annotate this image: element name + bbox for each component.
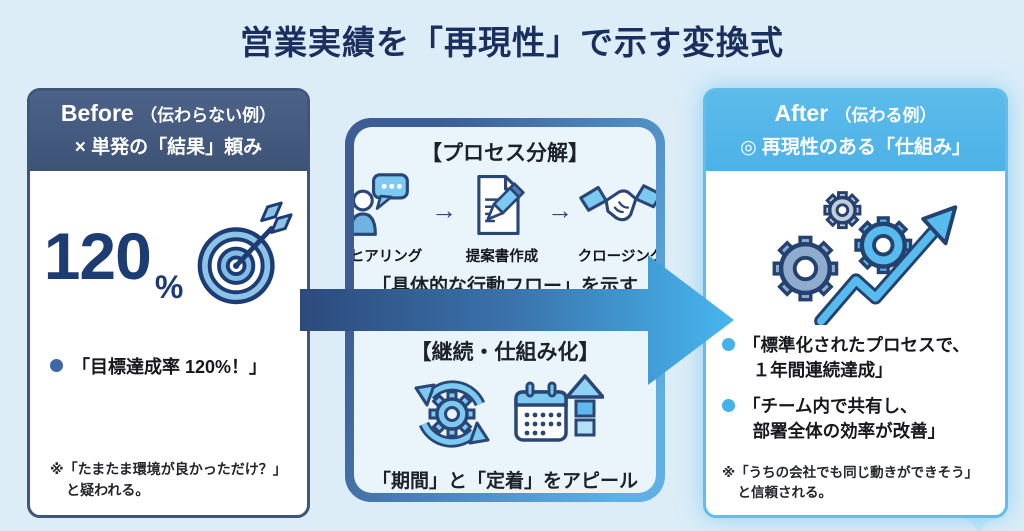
after-bullets: 「標準化されたプロセスで、 １年間連続達成」 「チーム内で共有し、 部署全体の効… xyxy=(722,333,991,445)
after-bullet-2-line1: 「チーム内で共有し、 xyxy=(743,395,918,416)
before-panel-header: Before （伝わらない例） × 単発の「結果」頼み xyxy=(30,91,307,171)
bullet-dot-icon xyxy=(50,359,63,372)
process-steps-row: ヒアリング → xyxy=(354,173,656,266)
before-note-line2: と疑われる。 xyxy=(66,482,150,498)
metric-unit: % xyxy=(154,269,184,305)
step-arrow-icon: → xyxy=(547,195,573,225)
metric-row: 120 % xyxy=(44,199,293,312)
step-proposal: 提案書作成 xyxy=(463,173,541,266)
continuity-heading: 【継続・仕組み化】 xyxy=(410,341,600,364)
before-title: Before xyxy=(60,100,134,126)
after-bullet-1-line1: 「標準化されたプロセスで、 xyxy=(743,335,970,355)
before-bullet-text: 「目標達成率 120%！」 xyxy=(72,357,268,377)
proposal-icon xyxy=(463,173,541,242)
continuity-section: 【継続・仕組み化】 xyxy=(354,334,656,493)
bullet-dot-icon xyxy=(722,398,735,412)
process-heading: 【プロセス分解】 xyxy=(421,142,589,165)
after-bullet-2-text: 「チーム内で共有し、 部署全体の効率が改善」 xyxy=(743,394,945,445)
after-header-line2: ◎ 再現性のある「仕組み」 xyxy=(740,137,971,158)
step-label: クロージング xyxy=(577,249,656,265)
step-arrow-icon: → xyxy=(431,195,457,225)
process-decomposition-section: 【プロセス分解】 xyxy=(354,127,656,297)
after-title: After xyxy=(774,100,829,126)
target-dartboard-icon xyxy=(193,199,295,312)
before-note-line1: ※「たまたま環境が良かっただけ？」 xyxy=(50,461,287,477)
before-bullet: 「目標達成率 120%！」 xyxy=(50,354,289,380)
bullet-dot-icon xyxy=(722,338,735,351)
before-note: ※「たまたま環境が良かっただけ？」 と疑われる。 xyxy=(50,459,289,501)
after-note-line2: と信頼される。 xyxy=(737,484,833,500)
after-panel-body: 「標準化されたプロセスで、 １年間連続達成」 「チーム内で共有し、 部署全体の効… xyxy=(706,171,1005,515)
step-hearing: ヒアリング xyxy=(354,173,425,266)
continuity-caption: 「期間」と「定着」をアピール xyxy=(371,471,638,492)
step-closing: クロージング xyxy=(577,173,656,266)
after-panel: After （伝わる例） ◎ 再現性のある「仕組み」 xyxy=(703,88,1008,518)
step-label: ヒアリング xyxy=(354,249,423,265)
after-bullet-2: 「チーム内で共有し、 部署全体の効率が改善」 xyxy=(722,394,991,445)
after-subtitle: （伝わる例） xyxy=(834,106,937,125)
after-bullet-1: 「標準化されたプロセスで、 １年間連続達成」 xyxy=(722,333,991,384)
before-subtitle: （伝わらない例） xyxy=(140,106,277,125)
after-bullet-1-text: 「標準化されたプロセスで、 １年間連続達成」 xyxy=(743,333,970,384)
before-header-line1: Before （伝わらない例） xyxy=(34,100,303,127)
gears-growth-icon xyxy=(722,179,991,325)
continuity-icons-row xyxy=(354,372,656,461)
after-bullet-2-line2: 部署全体の効率が改善」 xyxy=(752,421,946,442)
after-header-line1: After （伝わる例） xyxy=(710,100,1001,127)
after-panel-header: After （伝わる例） ◎ 再現性のある「仕組み」 xyxy=(706,91,1005,171)
closing-icon xyxy=(579,173,656,242)
after-bullet-1-line2: １年間連続達成」 xyxy=(752,360,893,381)
after-note-line1: ※「うちの会社でも同じ動きができそう」 xyxy=(722,464,979,480)
before-panel: Before （伝わらない例） × 単発の「結果」頼み 120 % xyxy=(27,88,310,518)
page-title: 営業実績を「再現性」で示す変換式 xyxy=(240,24,784,61)
conversion-arrow-icon xyxy=(300,250,740,395)
calendar-growth-icon xyxy=(512,372,605,461)
hearing-icon xyxy=(354,173,425,242)
step-label: 提案書作成 xyxy=(465,249,539,265)
pdca-cycle-gear-icon xyxy=(406,372,498,461)
before-header-line2: × 単発の「結果」頼み xyxy=(74,137,263,158)
after-note: ※「うちの会社でも同じ動きができそう」 と信頼される。 xyxy=(722,463,991,504)
metric-value: 120 xyxy=(43,218,152,293)
before-panel-body: 120 % 「目 xyxy=(30,171,307,515)
